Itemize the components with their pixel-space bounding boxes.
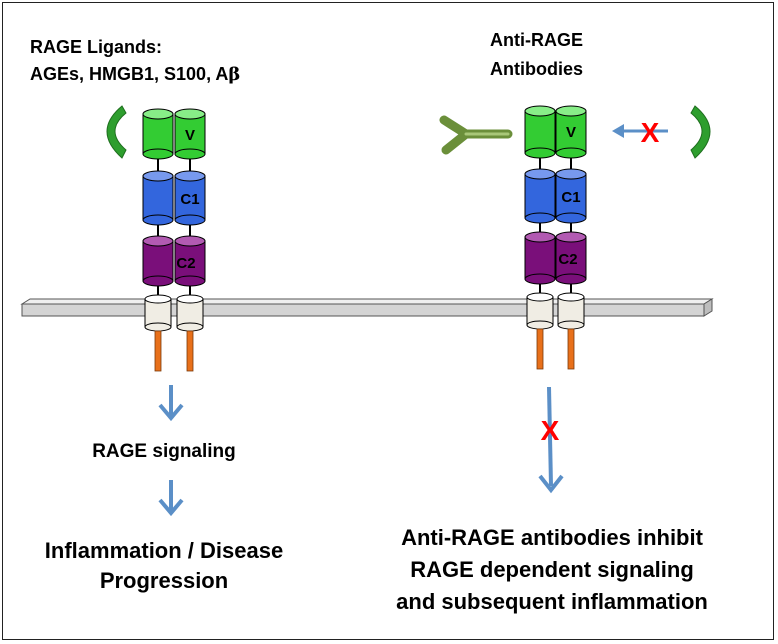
ligands-list: AGEs, HMGB1, S100, Aβ [30, 64, 240, 85]
v-domain-label-left: V [185, 127, 195, 144]
c2-domain-label-right: C2 [558, 251, 577, 268]
c2-domain-left-b: C2 [174, 235, 206, 287]
antibody-title-line2: Antibodies [490, 59, 583, 79]
c2-domain-left-a [142, 235, 174, 287]
transmembrane-right-b [557, 292, 585, 330]
signal-block-x: X [541, 415, 560, 446]
conclusion-line1: Anti-RAGE antibodies inhibit [401, 525, 704, 550]
outcome-line2: Progression [100, 568, 228, 593]
cytoplasmic-tail-left-a [154, 330, 162, 372]
cell-membrane [20, 298, 714, 317]
v-domain-left-a [142, 108, 174, 160]
rage-receptor-right: V C1 C2 [524, 105, 587, 370]
ligand-crescent-left [106, 105, 127, 159]
cytoplasmic-tail-right-b [567, 328, 575, 370]
ligand-crescent-right [690, 105, 711, 159]
conclusion-line2: RAGE dependent signaling [410, 557, 694, 582]
signal-arrow-left-1 [158, 385, 184, 422]
v-domain-label-right: V [566, 124, 576, 141]
signal-arrow-left-2 [158, 480, 184, 517]
v-domain-right-a [524, 105, 556, 159]
c1-domain-left-b: C1 [174, 170, 206, 226]
outcome-line1: Inflammation / Disease [45, 538, 283, 563]
cytoplasmic-tail-left-b [186, 330, 194, 372]
ligands-title: RAGE Ligands: [30, 37, 162, 57]
c1-domain-label-right: C1 [561, 189, 580, 206]
transmembrane-right-a [526, 292, 554, 330]
c2-domain-right-a [524, 231, 556, 285]
rage-signaling-label: RAGE signaling [92, 441, 236, 462]
v-domain-right-b: V [555, 105, 587, 159]
c1-domain-right-b: C1 [555, 168, 587, 224]
ligand-block-x: X [641, 117, 660, 148]
rage-receptor-left: V C1 C2 [142, 108, 206, 372]
transmembrane-left-a [144, 294, 172, 332]
c1-domain-right-a [524, 168, 556, 224]
cytoplasmic-tail-right-a [536, 328, 544, 370]
v-domain-left-b: V [174, 108, 206, 160]
transmembrane-left-b [176, 294, 204, 332]
ligand-approach-arrowhead [612, 124, 624, 138]
antibody-icon [439, 115, 513, 155]
antibody-title-line1: Anti-RAGE [490, 30, 583, 50]
c2-domain-right-b: C2 [555, 231, 587, 285]
c1-domain-left-a [142, 170, 174, 226]
c2-domain-label-left: C2 [176, 255, 195, 272]
c1-domain-label-left: C1 [180, 191, 199, 208]
blocked-signal-arrow [538, 386, 564, 494]
conclusion-line3: and subsequent inflammation [396, 589, 708, 614]
